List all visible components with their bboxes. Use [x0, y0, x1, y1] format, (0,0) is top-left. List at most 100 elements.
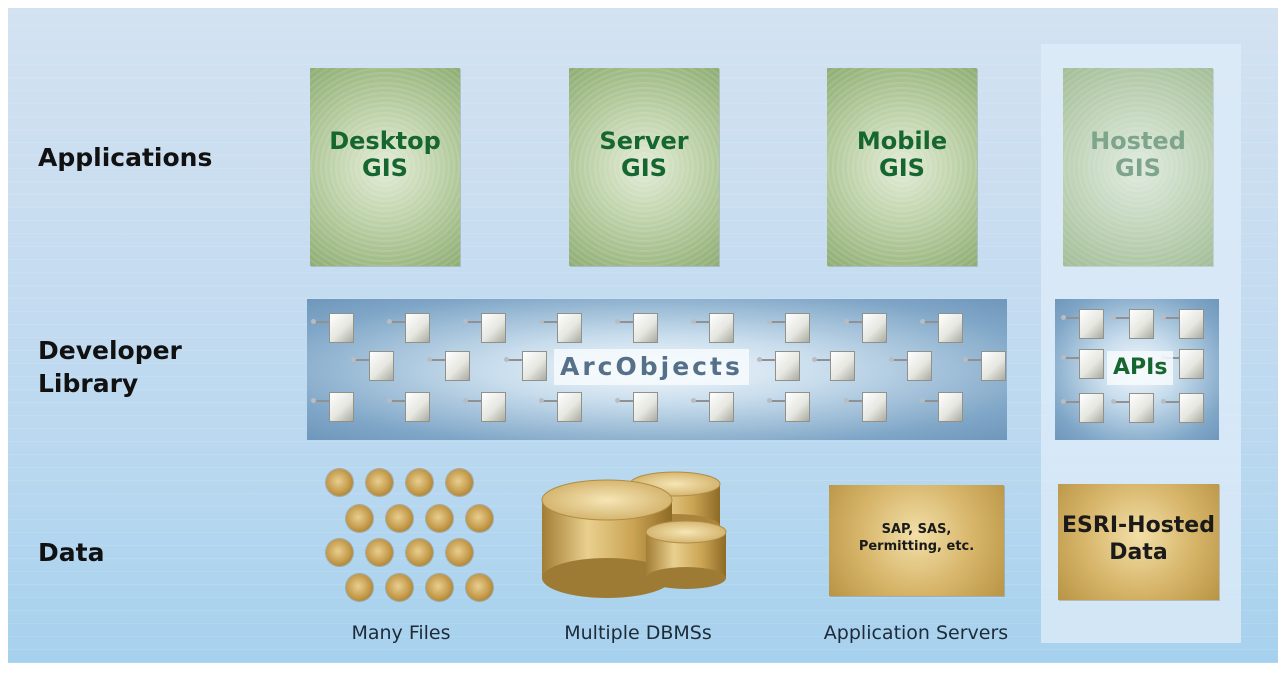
component-connector [539, 398, 544, 403]
component-chip-7 [1179, 393, 1204, 423]
component-connector [1061, 355, 1066, 360]
apis-label: APIs [1107, 351, 1174, 385]
component-chip-13 [830, 351, 855, 381]
component-connector [920, 398, 925, 403]
application-servers-line2: Permitting, etc. [858, 539, 975, 554]
component-chip-15 [981, 351, 1006, 381]
esri-hosted-data-text: ESRI-Hosted Data [1058, 512, 1219, 566]
box-texture [1063, 68, 1213, 266]
file-icon-7 [466, 505, 493, 532]
multiple-dbms-caption: Multiple DBMSs [564, 622, 712, 644]
component-wire [816, 359, 830, 361]
component-chip-20 [633, 392, 658, 422]
mobile-gis-line2: GIS [879, 154, 925, 182]
component-wire [848, 321, 862, 323]
arcobjects-library: ArcObjects [307, 299, 1007, 440]
component-wire [315, 400, 329, 402]
component-wire [391, 321, 405, 323]
component-connector [757, 357, 762, 362]
component-wire [893, 359, 907, 361]
component-connector [1061, 399, 1066, 404]
component-chip-6 [1129, 393, 1154, 423]
row-label-developer-library: Developer Library [38, 336, 182, 398]
component-wire [431, 359, 445, 361]
hosted-gis-line2: GIS [1115, 154, 1161, 182]
esri-hosted-data-box: ESRI-Hosted Data [1058, 484, 1219, 600]
component-chip-12 [775, 351, 800, 381]
desktop-gis-line2: GIS [362, 154, 408, 182]
component-connector [1161, 315, 1166, 320]
file-icon-11 [446, 539, 473, 566]
file-icon-14 [426, 574, 453, 601]
hosted-gis-box: Hosted GIS [1063, 68, 1213, 266]
file-icon-4 [346, 505, 373, 532]
component-wire [924, 321, 938, 323]
file-icon-2 [406, 469, 433, 496]
component-chip-2 [1179, 309, 1204, 339]
component-wire [315, 321, 329, 323]
component-chip-21 [709, 392, 734, 422]
box-texture [569, 68, 719, 266]
component-chip-22 [785, 392, 810, 422]
component-connector [539, 319, 544, 324]
multiple-dbms-graphic [541, 471, 727, 598]
component-connector [615, 319, 620, 324]
component-wire [771, 321, 785, 323]
file-icon-10 [406, 539, 433, 566]
component-chip-16 [329, 392, 354, 422]
component-connector [463, 319, 468, 324]
component-connector [504, 357, 509, 362]
component-wire [1115, 317, 1129, 319]
component-chip-9 [369, 351, 394, 381]
server-gis-label: Server GIS [569, 128, 719, 182]
component-wire [543, 400, 557, 402]
component-connector [311, 398, 316, 403]
component-chip-17 [405, 392, 430, 422]
component-chip-23 [862, 392, 887, 422]
component-connector [1111, 315, 1116, 320]
component-wire [1165, 401, 1179, 403]
component-wire [508, 359, 522, 361]
component-chip-5 [709, 313, 734, 343]
box-texture [310, 68, 460, 266]
file-icon-6 [426, 505, 453, 532]
component-chip-14 [907, 351, 932, 381]
component-connector [812, 357, 817, 362]
file-icon-1 [366, 469, 393, 496]
component-wire [467, 400, 481, 402]
application-servers-box: SAP, SAS, Permitting, etc. [829, 485, 1004, 596]
component-wire [1165, 317, 1179, 319]
row-label-applications: Applications [38, 143, 213, 172]
component-chip-4 [633, 313, 658, 343]
component-connector [691, 319, 696, 324]
file-icon-8 [326, 539, 353, 566]
component-connector [1161, 399, 1166, 404]
component-connector [920, 319, 925, 324]
component-wire [619, 321, 633, 323]
diagram-background: Applications Developer Library Data Desk… [8, 8, 1278, 663]
component-chip-10 [445, 351, 470, 381]
component-chip-1 [1129, 309, 1154, 339]
box-texture [827, 68, 977, 266]
desktop-gis-label: Desktop GIS [310, 128, 460, 182]
component-connector [1111, 399, 1116, 404]
component-chip-0 [1079, 309, 1104, 339]
component-connector [387, 319, 392, 324]
component-chip-6 [785, 313, 810, 343]
component-wire [1115, 401, 1129, 403]
file-icon-9 [366, 539, 393, 566]
component-chip-8 [938, 313, 963, 343]
component-wire [924, 400, 938, 402]
component-connector [1061, 315, 1066, 320]
esri-hosted-data-line1: ESRI-Hosted [1062, 513, 1215, 538]
component-chip-2 [481, 313, 506, 343]
component-connector [427, 357, 432, 362]
component-connector [963, 357, 968, 362]
component-wire [967, 359, 981, 361]
desktop-gis-line1: Desktop [329, 127, 441, 155]
component-connector [889, 357, 894, 362]
desktop-gis-box: Desktop GIS [310, 68, 460, 266]
component-wire [1065, 317, 1079, 319]
component-chip-7 [862, 313, 887, 343]
